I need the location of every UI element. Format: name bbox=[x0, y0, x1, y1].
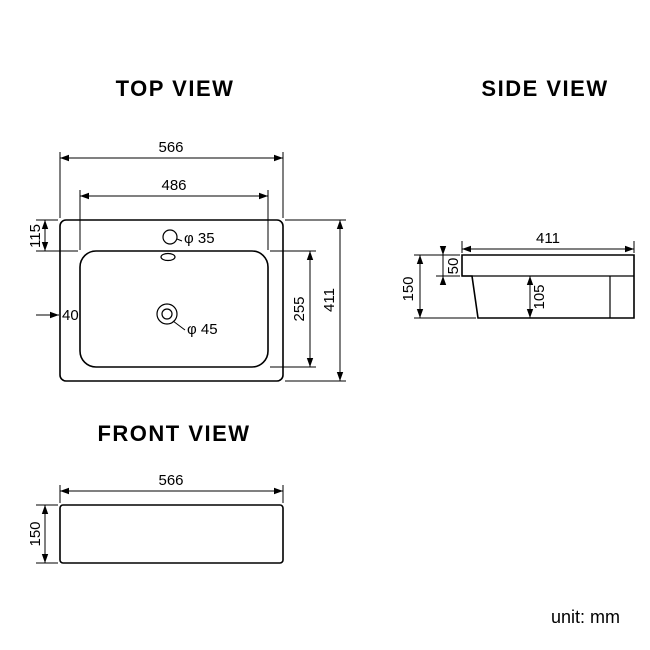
dim-front-width: 566 bbox=[59, 472, 284, 503]
label-faucet-hole: φ 35 bbox=[176, 230, 215, 247]
dim-label-deck-depth: 115 bbox=[27, 224, 44, 248]
top-view-drawing bbox=[59, 219, 284, 382]
arrowhead bbox=[306, 358, 314, 367]
dim-label-overall-width: 566 bbox=[158, 139, 183, 156]
sink-profile-side bbox=[461, 254, 635, 319]
arrowhead bbox=[625, 245, 634, 253]
drain-hole-outer bbox=[156, 303, 178, 325]
arrowhead bbox=[439, 276, 447, 285]
arrowhead bbox=[336, 220, 344, 229]
dim-side-bowl-depth: 105 bbox=[526, 276, 548, 318]
label-drain-hole: φ 45 bbox=[172, 320, 218, 338]
sink-outer-edge-top bbox=[59, 219, 284, 382]
drain-hole-inner bbox=[161, 308, 173, 320]
dim-label-faucet-hole: φ 35 bbox=[184, 230, 215, 247]
arrowhead bbox=[41, 505, 49, 514]
dim-label-basin-width: 486 bbox=[161, 177, 186, 194]
front-view-title: FRONT VIEW bbox=[97, 421, 250, 446]
side-view: SIDE VIEW 411 50 150 bbox=[400, 76, 635, 319]
arrowhead bbox=[80, 192, 89, 200]
arrowhead bbox=[306, 251, 314, 260]
arrowhead bbox=[416, 309, 424, 318]
arrowhead bbox=[259, 192, 268, 200]
arrowhead bbox=[439, 246, 447, 255]
arrowhead bbox=[50, 311, 59, 319]
leader-line bbox=[172, 320, 186, 331]
arrowhead bbox=[274, 154, 283, 162]
overflow-hole bbox=[160, 252, 176, 262]
dim-top-basin-depth: 255 bbox=[270, 250, 316, 368]
dim-top-overall-depth: 411 bbox=[285, 219, 346, 382]
arrowhead bbox=[526, 276, 534, 285]
unit-label: unit: mm bbox=[551, 607, 620, 627]
sink-face-front bbox=[59, 504, 284, 564]
arrowhead bbox=[41, 242, 49, 251]
dim-label-drain-hole: φ 45 bbox=[187, 321, 218, 338]
arrowhead bbox=[274, 487, 283, 495]
arrowhead bbox=[336, 372, 344, 381]
dim-side-overall-height: 150 bbox=[400, 254, 476, 319]
dim-label-overall-depth: 411 bbox=[321, 288, 338, 312]
top-view: TOP VIEW 566 486 bbox=[27, 76, 346, 382]
dim-top-side-gap: 40 bbox=[36, 307, 79, 324]
dim-side-overall-depth: 411 bbox=[461, 230, 635, 253]
dim-side-rim-thickness: 50 bbox=[436, 246, 462, 285]
arrowhead bbox=[416, 255, 424, 264]
front-view: FRONT VIEW 566 150 bbox=[27, 421, 284, 564]
arrowhead bbox=[526, 309, 534, 318]
dim-label-rim-thickness: 50 bbox=[445, 258, 462, 275]
top-view-title: TOP VIEW bbox=[116, 76, 235, 101]
dim-front-height: 150 bbox=[27, 504, 58, 564]
arrowhead bbox=[41, 220, 49, 229]
dim-label-bowl-depth: 105 bbox=[531, 284, 548, 309]
arrowhead bbox=[60, 154, 69, 162]
side-view-title: SIDE VIEW bbox=[481, 76, 608, 101]
dim-label-front-height: 150 bbox=[27, 521, 44, 546]
dim-label-side-height: 150 bbox=[400, 276, 417, 301]
arrowhead bbox=[41, 554, 49, 563]
basin-bowl-edge bbox=[79, 250, 269, 368]
arrowhead bbox=[60, 487, 69, 495]
dim-label-side-gap: 40 bbox=[62, 307, 79, 324]
dim-label-front-width: 566 bbox=[158, 472, 183, 489]
arrowhead bbox=[462, 245, 471, 253]
leader-line bbox=[176, 238, 183, 242]
dim-label-basin-depth: 255 bbox=[291, 296, 308, 321]
dim-top-deck-depth: 115 bbox=[27, 219, 78, 252]
front-view-drawing bbox=[59, 504, 284, 564]
side-view-drawing bbox=[461, 254, 635, 319]
dim-top-basin-width: 486 bbox=[79, 177, 269, 250]
dim-top-overall-width: 566 bbox=[59, 139, 284, 218]
faucet-hole bbox=[162, 229, 178, 245]
dim-label-side-depth: 411 bbox=[536, 230, 560, 247]
